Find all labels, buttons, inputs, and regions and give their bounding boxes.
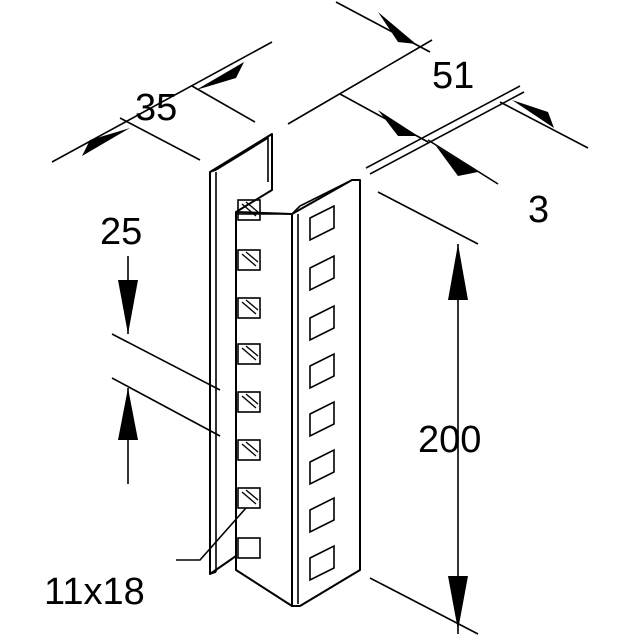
right-flange-face xyxy=(291,179,361,607)
slot xyxy=(309,544,335,582)
left-flange-inner-edge xyxy=(215,136,269,182)
slot xyxy=(237,439,261,461)
dim-label-51: 51 xyxy=(432,55,474,97)
dimension-width-web: 51 xyxy=(287,1,474,143)
slot xyxy=(237,343,261,365)
slot xyxy=(309,254,335,292)
dimension-thickness: 3 xyxy=(365,85,589,231)
slot xyxy=(309,304,335,342)
slot xyxy=(237,297,261,319)
slot xyxy=(237,391,261,413)
slot xyxy=(309,448,335,486)
slot xyxy=(309,352,335,390)
slot xyxy=(237,199,261,221)
dimension-length: 200 xyxy=(369,191,481,635)
callout-hole-size: 11x18 xyxy=(44,507,247,613)
dimension-hole-pitch: 25 xyxy=(100,211,221,484)
web-face xyxy=(235,211,293,607)
channel-body xyxy=(209,133,361,607)
dim-label-35: 35 xyxy=(135,87,177,129)
dimension-width-flange: 35 xyxy=(51,41,273,163)
slot xyxy=(309,400,335,438)
slots-left xyxy=(237,199,261,559)
dim-label-11x18: 11x18 xyxy=(44,571,145,613)
slot xyxy=(309,496,335,534)
slot xyxy=(237,487,261,509)
slot xyxy=(237,537,261,559)
dim-label-25: 25 xyxy=(100,211,142,253)
dim-label-200: 200 xyxy=(418,419,481,461)
slot xyxy=(237,249,261,271)
slots-right xyxy=(309,204,335,582)
dim-label-3: 3 xyxy=(528,189,549,231)
slot xyxy=(309,204,335,242)
